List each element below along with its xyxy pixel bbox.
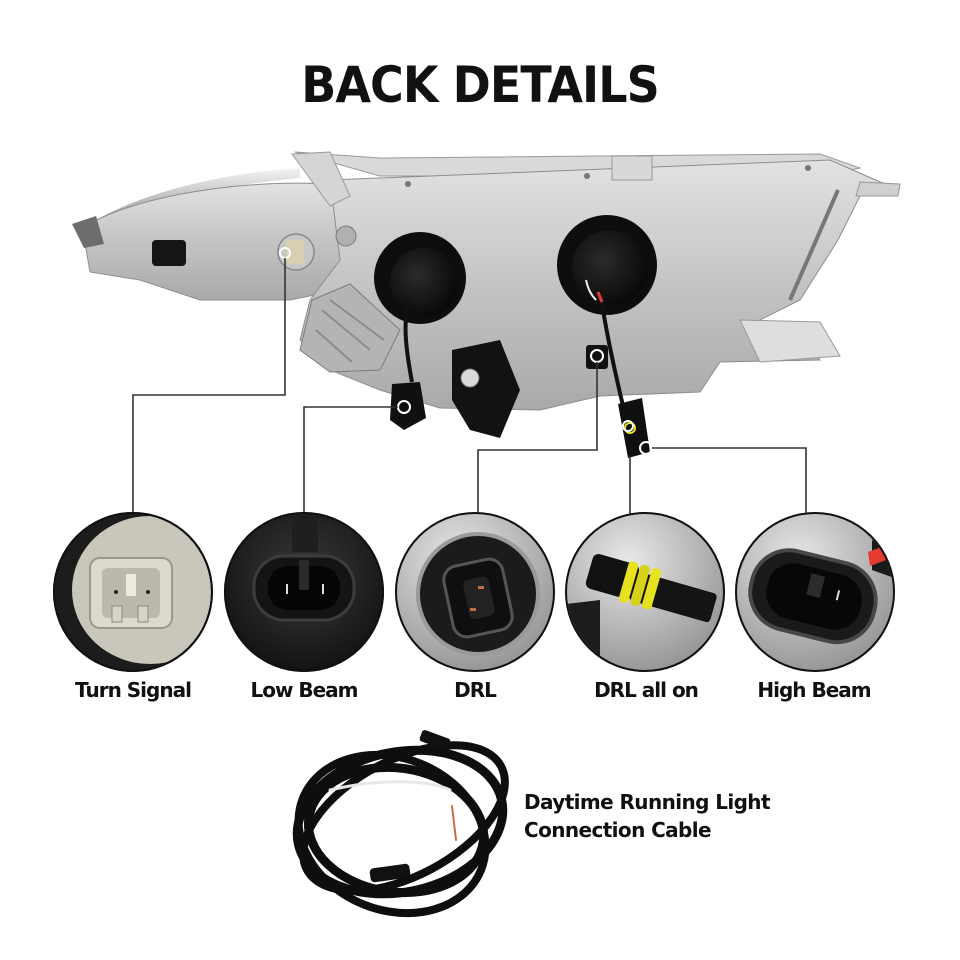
- label-drl: DRL: [454, 678, 497, 702]
- cable-caption-line-2: Connection Cable: [524, 818, 712, 842]
- cable-caption: Daytime Running Light Connection Cable: [524, 788, 771, 844]
- page-title: BACK DETAILS: [301, 56, 660, 114]
- turn-signal-connector-icon: [53, 512, 213, 672]
- high-beam-connector-icon: [735, 512, 895, 672]
- cable-caption-line-1: Daytime Running Light: [524, 790, 771, 814]
- headlight-housing: [72, 151, 901, 458]
- label-drl-all-on: DRL all on: [594, 678, 699, 702]
- label-high-beam: High Beam: [757, 678, 871, 702]
- drl-connection-cable-icon: [292, 730, 509, 918]
- drl-all-on-connector-icon: [565, 512, 725, 672]
- label-low-beam: Low Beam: [250, 678, 358, 702]
- label-turn-signal: Turn Signal: [75, 678, 192, 702]
- low-beam-connector-icon: [224, 512, 384, 672]
- callout-lines: [132, 247, 807, 514]
- drl-connector-icon: [395, 512, 555, 672]
